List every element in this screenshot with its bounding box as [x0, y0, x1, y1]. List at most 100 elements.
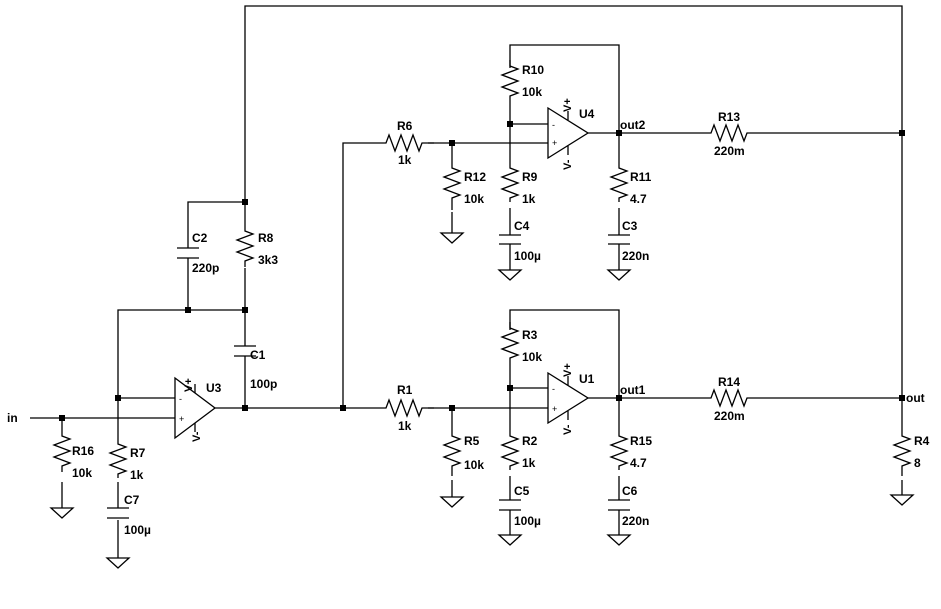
junction: [899, 130, 905, 136]
resistor-r1-symbol: [380, 398, 434, 418]
c4-name: C4: [514, 219, 530, 233]
ground-icon: [606, 534, 632, 546]
capacitor-c7-symbol: [107, 507, 129, 519]
wire-r3-top: [509, 309, 620, 398]
opamp-u4-label: U4: [579, 107, 595, 121]
net-label-out2: out2: [620, 118, 646, 132]
junction: [449, 405, 455, 411]
net-label-out: out: [906, 391, 925, 405]
c2-value: 220p: [192, 261, 219, 275]
ground-icon: [606, 269, 632, 281]
opamp-u3: - + V+ V- U3: [174, 376, 222, 442]
r5-value: 10k: [464, 458, 484, 472]
junction: [899, 395, 905, 401]
ground-icon: [49, 507, 75, 519]
wire-r10-top: [509, 44, 620, 133]
resistor-r9-symbol: [500, 162, 520, 202]
opamp-u4-vminus: V-: [562, 159, 574, 170]
net-label-in: in: [7, 411, 18, 425]
ground-icon: [439, 496, 465, 508]
junction: [59, 415, 65, 421]
junction: [449, 140, 455, 146]
junction: [616, 395, 622, 401]
c4-value: 100µ: [514, 249, 541, 263]
opamp-u4-plus-pin: +: [552, 138, 557, 148]
junction: [340, 405, 346, 411]
r5-name: R5: [464, 434, 480, 448]
r4-name: R4: [914, 434, 930, 448]
opamp-u1-vplus: V+: [562, 363, 574, 377]
ground-icon: [497, 269, 523, 281]
resistor-r5-symbol: [442, 430, 462, 476]
r1-name: R1: [397, 383, 413, 397]
r11-name: R11: [630, 170, 652, 184]
grounds: [49, 232, 915, 569]
net-label-out1: out1: [620, 383, 646, 397]
r15-name: R15: [630, 434, 652, 448]
c3-value: 220n: [622, 249, 649, 263]
ground-icon: [439, 232, 465, 244]
wire-branch-up: [342, 142, 380, 408]
opamp-u4-symbol: [547, 106, 590, 160]
r15-value: 4.7: [630, 456, 647, 470]
resistor-r8-symbol: [235, 225, 255, 267]
r6-value: 1k: [398, 153, 412, 167]
ground-icon: [889, 494, 915, 506]
opamp-u1-vminus: V-: [562, 424, 574, 435]
net-labels: in out out2 out1: [7, 118, 925, 425]
opamp-u4-minus-pin: -: [552, 120, 555, 130]
ground-icon: [497, 534, 523, 546]
wire-c2-top: [187, 201, 245, 248]
opamp-u3-plus-pin: +: [179, 414, 184, 424]
r16-value: 10k: [72, 466, 92, 480]
c1-value: 100p: [250, 377, 277, 391]
resistors: [52, 60, 912, 478]
r9-value: 1k: [522, 192, 536, 206]
r16-name: R16: [72, 444, 94, 458]
wire-u3-minus: [117, 309, 245, 399]
resistor-r13-symbol: [705, 123, 752, 143]
r13-value: 220m: [714, 144, 745, 158]
junction: [242, 307, 248, 313]
resistor-r15-symbol: [609, 430, 629, 470]
resistor-r16-symbol: [52, 430, 72, 472]
resistor-r11-symbol: [609, 162, 629, 202]
r8-value: 3k3: [258, 253, 278, 267]
opamp-u1-plus-pin: +: [552, 404, 557, 414]
junction: [115, 395, 121, 401]
r11-value: 4.7: [630, 192, 647, 206]
c5-value: 100µ: [514, 514, 541, 528]
r4-value: 8: [914, 456, 921, 470]
resistor-r3-symbol: [500, 322, 520, 366]
c3-name: C3: [622, 219, 638, 233]
capacitor-c2-symbol: [177, 247, 199, 259]
c6-name: C6: [622, 484, 638, 498]
resistor-r6-symbol: [380, 133, 434, 153]
r10-name: R10: [522, 63, 544, 77]
opamp-u4-vplus: V+: [562, 98, 574, 112]
c6-value: 220n: [622, 514, 649, 528]
r14-name: R14: [718, 375, 740, 389]
opamp-u1-label: U1: [579, 372, 595, 386]
junction: [616, 130, 622, 136]
opamp-u3-vminus: V-: [191, 431, 203, 442]
capacitors: [107, 234, 630, 519]
resistor-r14-symbol: [705, 388, 752, 408]
r1-value: 1k: [398, 419, 412, 433]
capacitor-c3-symbol: [608, 234, 630, 245]
junction: [242, 199, 248, 205]
r9-name: R9: [522, 170, 538, 184]
junction: [507, 385, 513, 391]
r6-name: R6: [397, 119, 413, 133]
opamp-u1-minus-pin: -: [552, 384, 555, 394]
r8-name: R8: [258, 231, 274, 245]
junction: [507, 121, 513, 127]
opamp-u1-symbol: [547, 371, 590, 425]
r7-name: R7: [130, 446, 146, 460]
r14-value: 220m: [714, 409, 745, 423]
junction: [242, 405, 248, 411]
c5-name: C5: [514, 484, 530, 498]
capacitor-c4-symbol: [499, 234, 521, 245]
resistor-r12-symbol: [442, 162, 462, 210]
r2-value: 1k: [522, 456, 536, 470]
